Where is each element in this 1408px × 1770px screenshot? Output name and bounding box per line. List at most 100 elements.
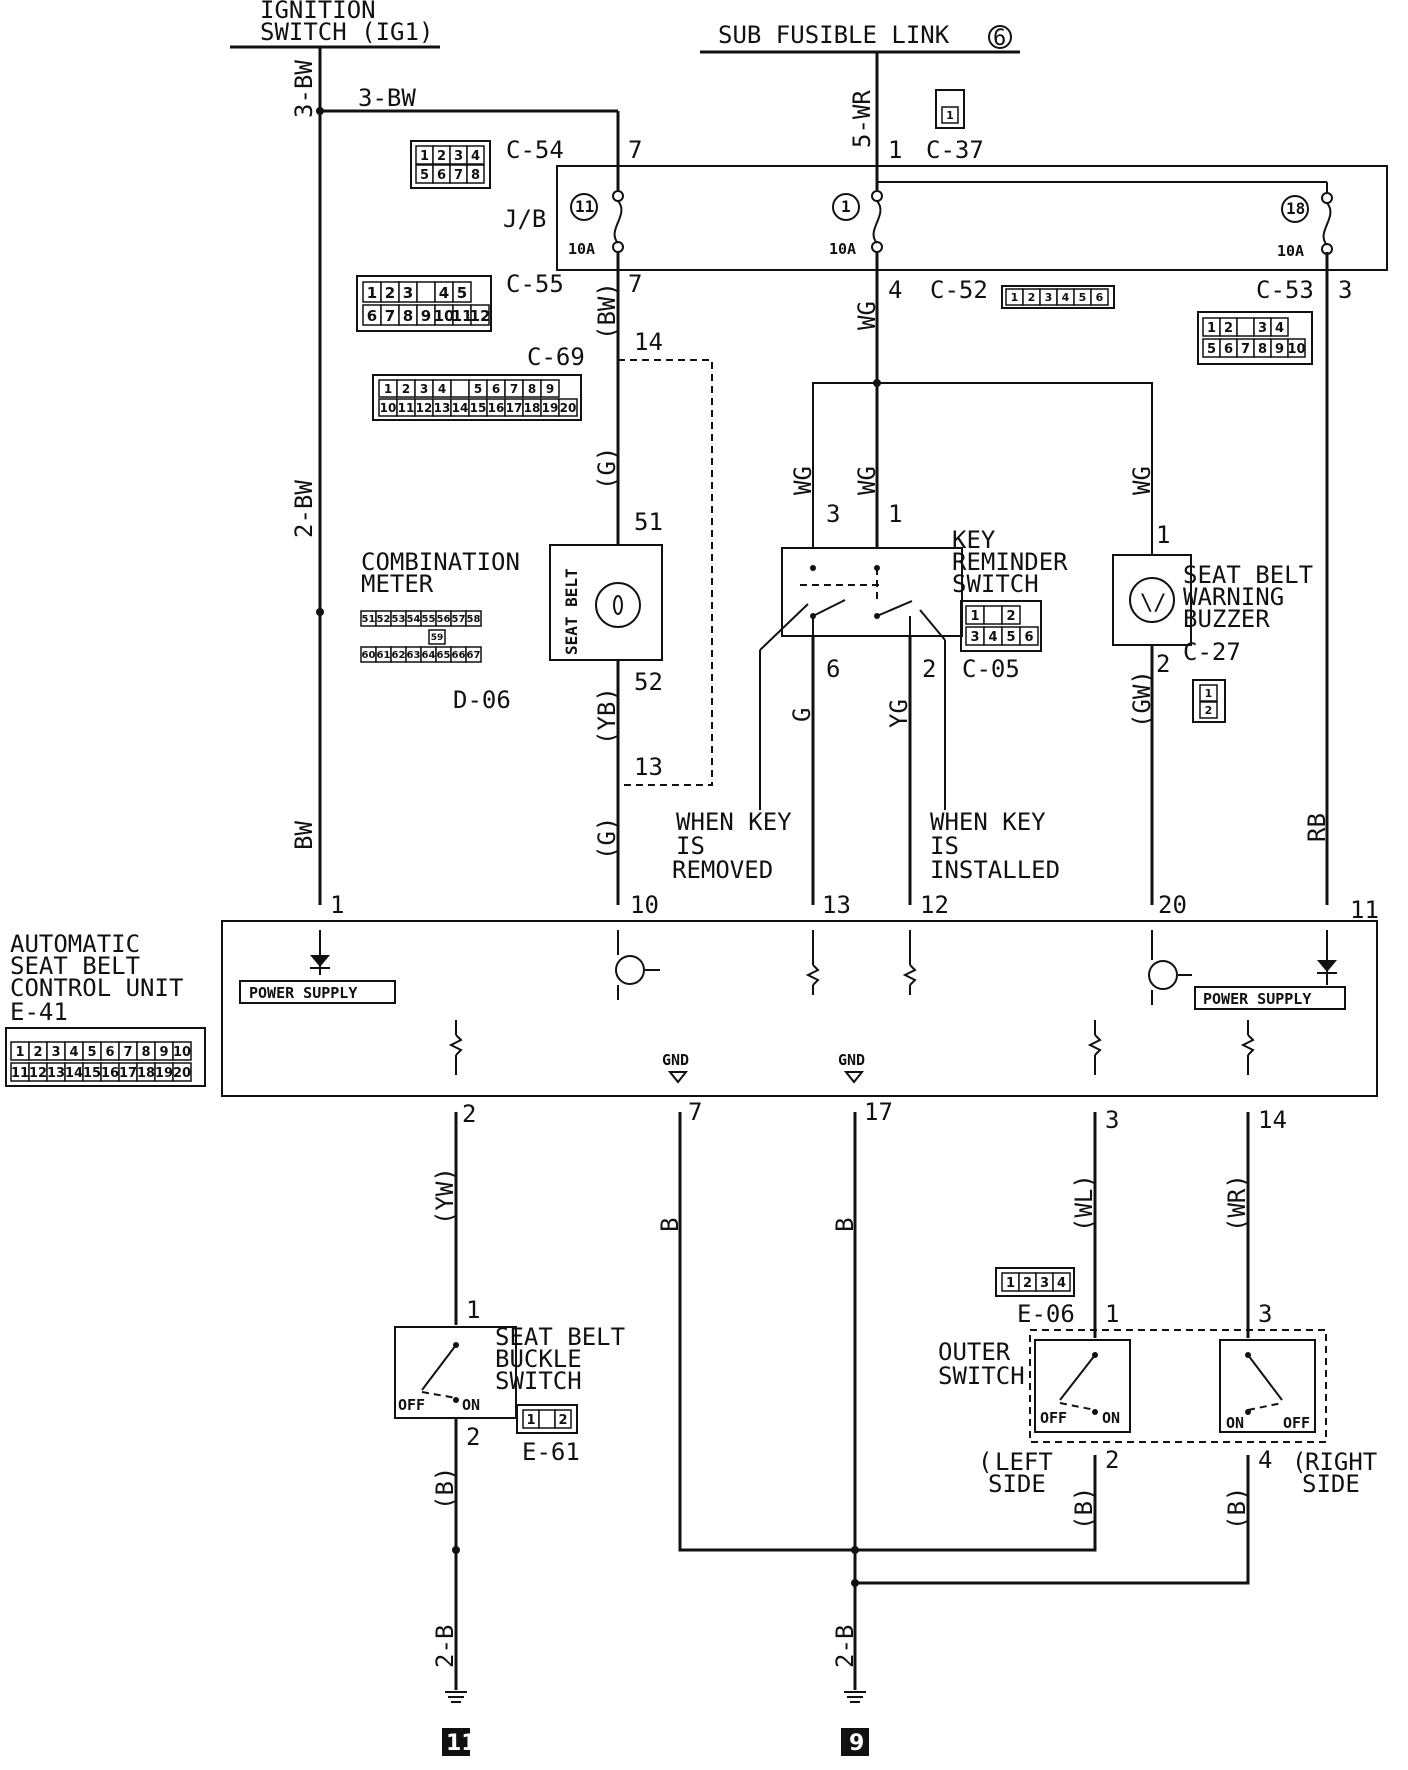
connector-pin-number: 4 bbox=[988, 630, 997, 645]
connector-pin-number: 7 bbox=[1241, 342, 1250, 357]
connector-label: C-27 bbox=[1183, 638, 1241, 666]
connector-pin-number: 1 bbox=[1006, 1276, 1015, 1291]
pin-label: 4 bbox=[1258, 1446, 1272, 1474]
power-supply-left: POWER SUPPLY bbox=[249, 984, 357, 1002]
switch-state: OFF bbox=[1283, 1414, 1310, 1432]
wire-label: (BW) bbox=[593, 282, 621, 340]
krs-label: KEY bbox=[952, 526, 996, 554]
switch-state: ON bbox=[1226, 1414, 1244, 1432]
diode-icon bbox=[310, 930, 330, 975]
connector-c53-face bbox=[1197, 311, 1313, 365]
connector-label: C-55 bbox=[506, 270, 564, 298]
note-label: WHEN KEY bbox=[676, 808, 792, 836]
connector-pin-number: 9 bbox=[546, 382, 554, 396]
connector-e61-face bbox=[516, 1404, 578, 1434]
connector-pin-number: 11 bbox=[11, 1066, 29, 1081]
connector-pin-number: 2 bbox=[385, 284, 395, 302]
connector-pin-number: 15 bbox=[470, 401, 487, 415]
pin-label: 2 bbox=[1105, 1446, 1119, 1474]
connector-pin-number: 58 bbox=[467, 614, 481, 625]
outer-switch-left-contacts bbox=[1059, 1352, 1098, 1415]
connector-pin-number: 63 bbox=[407, 650, 421, 661]
connector-pin-number: 2 bbox=[1224, 321, 1233, 336]
connector-e41-face bbox=[5, 1027, 206, 1087]
connector-pin-number: 6 bbox=[1224, 342, 1233, 357]
pin-label: 3 bbox=[1258, 1300, 1272, 1328]
connector-pin-number: 2 bbox=[1028, 291, 1036, 304]
gnd-arrow bbox=[667, 1071, 689, 1084]
connector-pin-number: 3 bbox=[1040, 1276, 1049, 1291]
connector-pin-number: 11 bbox=[398, 401, 415, 415]
note-label: IS bbox=[930, 832, 959, 860]
gnd-arrow bbox=[843, 1071, 865, 1084]
ground-ref-box bbox=[442, 1728, 470, 1756]
connector-pin-number: 18 bbox=[137, 1066, 155, 1081]
meter-label: METER bbox=[361, 570, 434, 598]
power-supply-left-box bbox=[239, 980, 396, 1004]
connector-pin-number: 1 bbox=[367, 284, 377, 302]
connector-pin-number: 10 bbox=[173, 1045, 191, 1060]
wire-label: B bbox=[656, 1218, 684, 1232]
connector-pin-number: 12 bbox=[29, 1066, 47, 1081]
pin-label: 2 bbox=[462, 1100, 476, 1128]
seat-belt-lamp-label: SEAT BELT bbox=[562, 568, 581, 655]
unit-label: SEAT BELT bbox=[10, 952, 140, 980]
connector-pin-number: 54 bbox=[407, 614, 421, 625]
wire-label: 2-B bbox=[831, 1625, 859, 1668]
connector-c37-face bbox=[935, 89, 965, 129]
gnd-label: GND bbox=[838, 1051, 865, 1069]
pin-label: 51 bbox=[634, 508, 663, 536]
pin-label: 13 bbox=[822, 891, 851, 919]
connector-pin-number: 1 bbox=[946, 109, 954, 122]
krs-label: REMINDER bbox=[952, 548, 1068, 576]
connector-label: E-61 bbox=[522, 1438, 580, 1466]
ground-ref: 9 bbox=[849, 1731, 864, 1756]
connector-pin-number: 14 bbox=[452, 401, 469, 415]
connector-pin-number: 65 bbox=[437, 650, 451, 661]
buzzer-label: SEAT BELT bbox=[1183, 561, 1313, 589]
pin-label: 10 bbox=[630, 891, 659, 919]
connector-pin-number: 14 bbox=[65, 1066, 83, 1081]
wire-label: (YB) bbox=[593, 687, 621, 745]
resistor-icon bbox=[1087, 1020, 1102, 1075]
fuse-number-circle bbox=[832, 193, 860, 221]
connector-pin-number: 5 bbox=[1207, 342, 1216, 357]
buzzer-label: BUZZER bbox=[1183, 605, 1270, 633]
pin-label: 11 bbox=[1350, 896, 1379, 924]
connector-d06-row: 59 bbox=[428, 629, 446, 645]
wire-label: 5-WR bbox=[848, 90, 876, 148]
fuse-number-circle bbox=[570, 193, 598, 221]
connector-pin-number: 62 bbox=[392, 650, 406, 661]
diode-icon bbox=[1317, 930, 1337, 985]
wire-label: WG bbox=[1128, 466, 1156, 495]
jb-label: J/B bbox=[503, 205, 546, 233]
pin-label: 2 bbox=[466, 1423, 480, 1451]
ignition-label: IGNITION bbox=[260, 0, 376, 24]
side-label: ( bbox=[1292, 1448, 1306, 1476]
pin-label: 4 bbox=[888, 276, 902, 304]
note-label: REMOVED bbox=[672, 856, 773, 884]
buckle-label: SWITCH bbox=[495, 1367, 582, 1395]
gnd-label: GND bbox=[662, 1051, 689, 1069]
connector-pin-number: 60 bbox=[362, 650, 376, 661]
connector-c69-face bbox=[372, 374, 582, 421]
pin-label: 14 bbox=[634, 328, 663, 356]
ground-icon bbox=[445, 1691, 467, 1703]
connector-pin-number: 8 bbox=[471, 168, 480, 183]
splice bbox=[452, 1546, 460, 1554]
meter-label: COMBINATION bbox=[361, 548, 520, 576]
pin-label: 1 bbox=[1105, 1300, 1119, 1328]
fuse-rating: 10A bbox=[1277, 242, 1304, 260]
connector-pin-number: 4 bbox=[439, 284, 449, 302]
fuse-number: 18 bbox=[1286, 199, 1305, 218]
outer-switch-left-box bbox=[1034, 1339, 1131, 1433]
connector-pin-number: 15 bbox=[83, 1066, 101, 1081]
connector-e06-face bbox=[995, 1267, 1075, 1297]
wire-label: WG bbox=[789, 466, 817, 495]
